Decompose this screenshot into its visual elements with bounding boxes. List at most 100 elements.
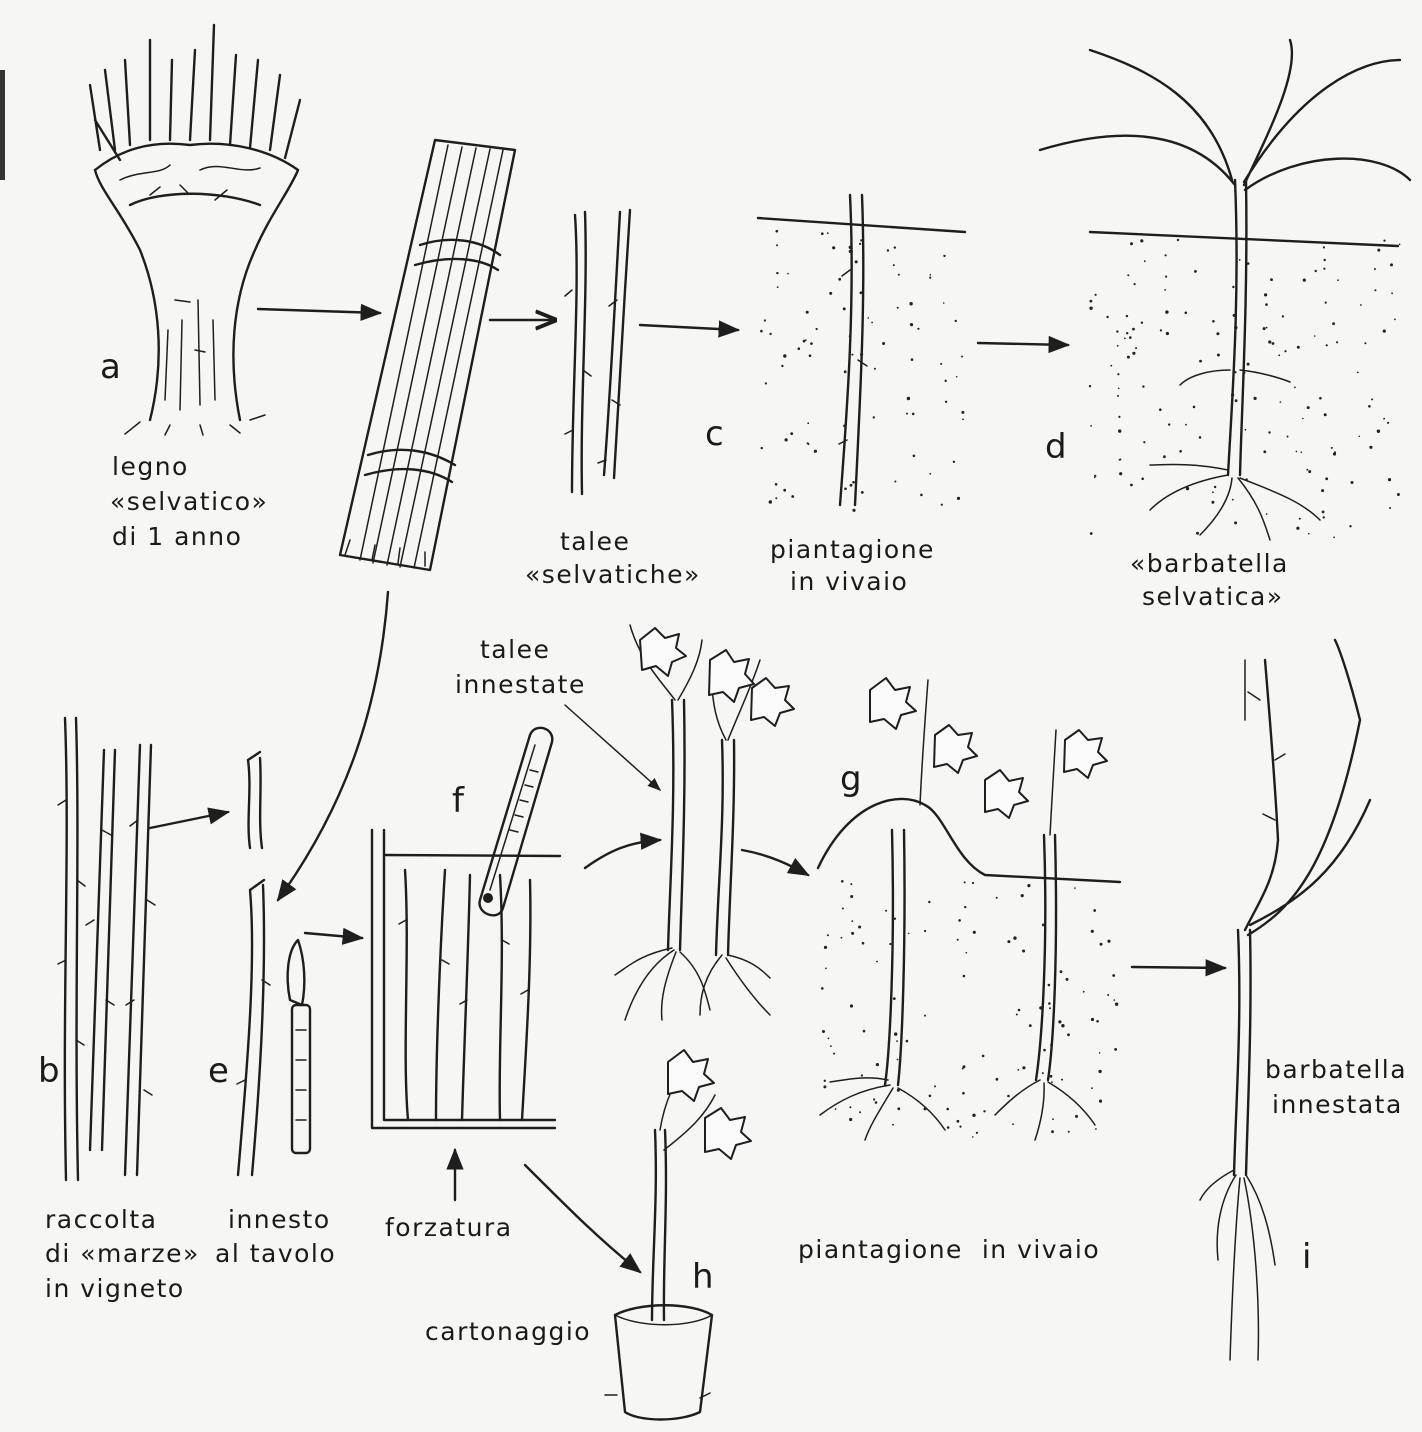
soil-dot bbox=[1132, 352, 1135, 355]
soil-dot bbox=[876, 961, 878, 963]
caption-b-line3: in vigneto bbox=[45, 1274, 185, 1303]
soil-dot bbox=[860, 239, 862, 241]
soil-dot bbox=[861, 491, 864, 494]
soil-dot bbox=[887, 249, 889, 251]
soil-dot bbox=[765, 382, 767, 384]
soil-dot bbox=[1048, 1002, 1051, 1005]
stage-letter-g: g bbox=[840, 759, 862, 799]
soil-dot bbox=[961, 411, 964, 414]
soil-dot bbox=[1117, 373, 1119, 375]
soil-dot bbox=[959, 1126, 961, 1128]
soil-dot bbox=[1141, 478, 1144, 481]
soil-dot bbox=[1394, 319, 1396, 321]
soil-dot bbox=[1280, 401, 1282, 403]
soil-dot bbox=[1266, 327, 1268, 329]
soil-dot bbox=[1377, 249, 1380, 252]
soil-dot bbox=[1325, 302, 1327, 304]
soil-dot bbox=[929, 473, 931, 475]
arrow-e-to-f bbox=[305, 933, 362, 938]
soil-dot bbox=[912, 413, 915, 416]
arrow-g-to-i bbox=[1132, 967, 1225, 968]
soil-dot bbox=[1160, 329, 1162, 331]
soil-dot bbox=[917, 328, 919, 330]
soil-dot bbox=[841, 880, 844, 883]
soil-dot bbox=[1074, 887, 1076, 889]
soil-dot bbox=[1323, 268, 1325, 270]
soil-dot bbox=[885, 910, 887, 912]
soil-dot bbox=[1265, 303, 1268, 306]
soil-dot bbox=[894, 1032, 897, 1035]
soil-dot bbox=[1374, 268, 1376, 270]
soil-dot bbox=[908, 933, 910, 935]
soil-dot bbox=[1321, 489, 1324, 492]
soil-dot bbox=[1083, 991, 1085, 993]
soil-dot bbox=[882, 342, 885, 345]
soil-dot bbox=[920, 494, 923, 497]
soil-dot bbox=[810, 342, 813, 345]
soil-dot bbox=[1308, 470, 1311, 473]
soil-dot bbox=[1294, 387, 1296, 389]
soil-dot bbox=[982, 1055, 985, 1058]
soil-dot bbox=[1391, 292, 1393, 294]
soil-dot bbox=[1050, 1044, 1052, 1046]
soil-dot bbox=[964, 906, 966, 908]
soil-dot bbox=[1048, 984, 1051, 987]
soil-dot bbox=[1090, 300, 1093, 303]
stage-letter-e: e bbox=[208, 1051, 229, 1091]
soil-dot bbox=[1142, 385, 1144, 387]
soil-dot bbox=[1114, 1048, 1117, 1051]
soil-dot bbox=[889, 943, 891, 945]
soil-dot bbox=[1232, 286, 1234, 288]
soil-dot bbox=[1199, 360, 1202, 363]
soil-dot bbox=[1211, 501, 1214, 504]
soil-dot bbox=[1089, 307, 1092, 310]
soil-dot bbox=[1323, 246, 1325, 248]
soil-dot bbox=[897, 307, 899, 309]
soil-dot bbox=[928, 901, 930, 903]
soil-dot bbox=[924, 1015, 926, 1017]
nursery-planting-wild-illustration bbox=[758, 195, 965, 512]
soil-dot bbox=[1199, 436, 1202, 439]
soil-dot bbox=[911, 358, 914, 361]
soil-dot bbox=[1364, 342, 1366, 344]
soil-dot bbox=[776, 230, 779, 233]
soil-dot bbox=[829, 292, 832, 295]
soil-dot bbox=[814, 450, 817, 453]
soil-dot bbox=[1268, 431, 1270, 433]
soil-dot bbox=[1099, 1052, 1101, 1054]
stage-letter-i: i bbox=[1302, 1237, 1311, 1277]
soil-dot bbox=[1263, 450, 1266, 453]
caption-c-line2: in vivaio bbox=[790, 567, 908, 596]
soil-dot bbox=[957, 497, 960, 500]
soil-dot bbox=[961, 356, 963, 358]
soil-dot bbox=[924, 930, 926, 932]
stage-letter-d: d bbox=[1045, 427, 1067, 467]
soil-dot bbox=[1075, 1115, 1078, 1118]
soil-dot bbox=[897, 1089, 900, 1092]
soil-dot bbox=[1323, 516, 1325, 518]
stage-letter-h: h bbox=[692, 1257, 714, 1297]
soil-dot bbox=[1042, 924, 1045, 927]
soil-dot bbox=[1368, 405, 1371, 408]
arrow-grafted-to-g bbox=[742, 850, 808, 875]
soil-dot bbox=[821, 987, 824, 990]
soil-dot bbox=[1245, 478, 1247, 480]
soil-dot bbox=[1091, 930, 1094, 933]
caption-e-line2: al tavolo bbox=[215, 1239, 336, 1268]
soil-dot bbox=[849, 250, 852, 253]
soil-dot bbox=[1029, 1024, 1032, 1027]
soil-dot bbox=[1018, 1009, 1021, 1012]
soil-dot bbox=[863, 1030, 866, 1033]
soil-dot bbox=[1052, 1118, 1054, 1120]
soil-dot bbox=[943, 302, 945, 304]
pointer-grafted-cuttings bbox=[565, 705, 660, 790]
soil-dot bbox=[1129, 336, 1132, 339]
soil-dot bbox=[1264, 293, 1267, 296]
caption-i-line1: barbatella bbox=[1265, 1055, 1407, 1084]
soil-dot bbox=[832, 246, 835, 249]
soil-dot bbox=[1179, 450, 1182, 453]
soil-dot bbox=[1389, 507, 1391, 509]
soil-dot bbox=[1301, 451, 1303, 453]
cane-bundle-illustration bbox=[340, 140, 515, 570]
